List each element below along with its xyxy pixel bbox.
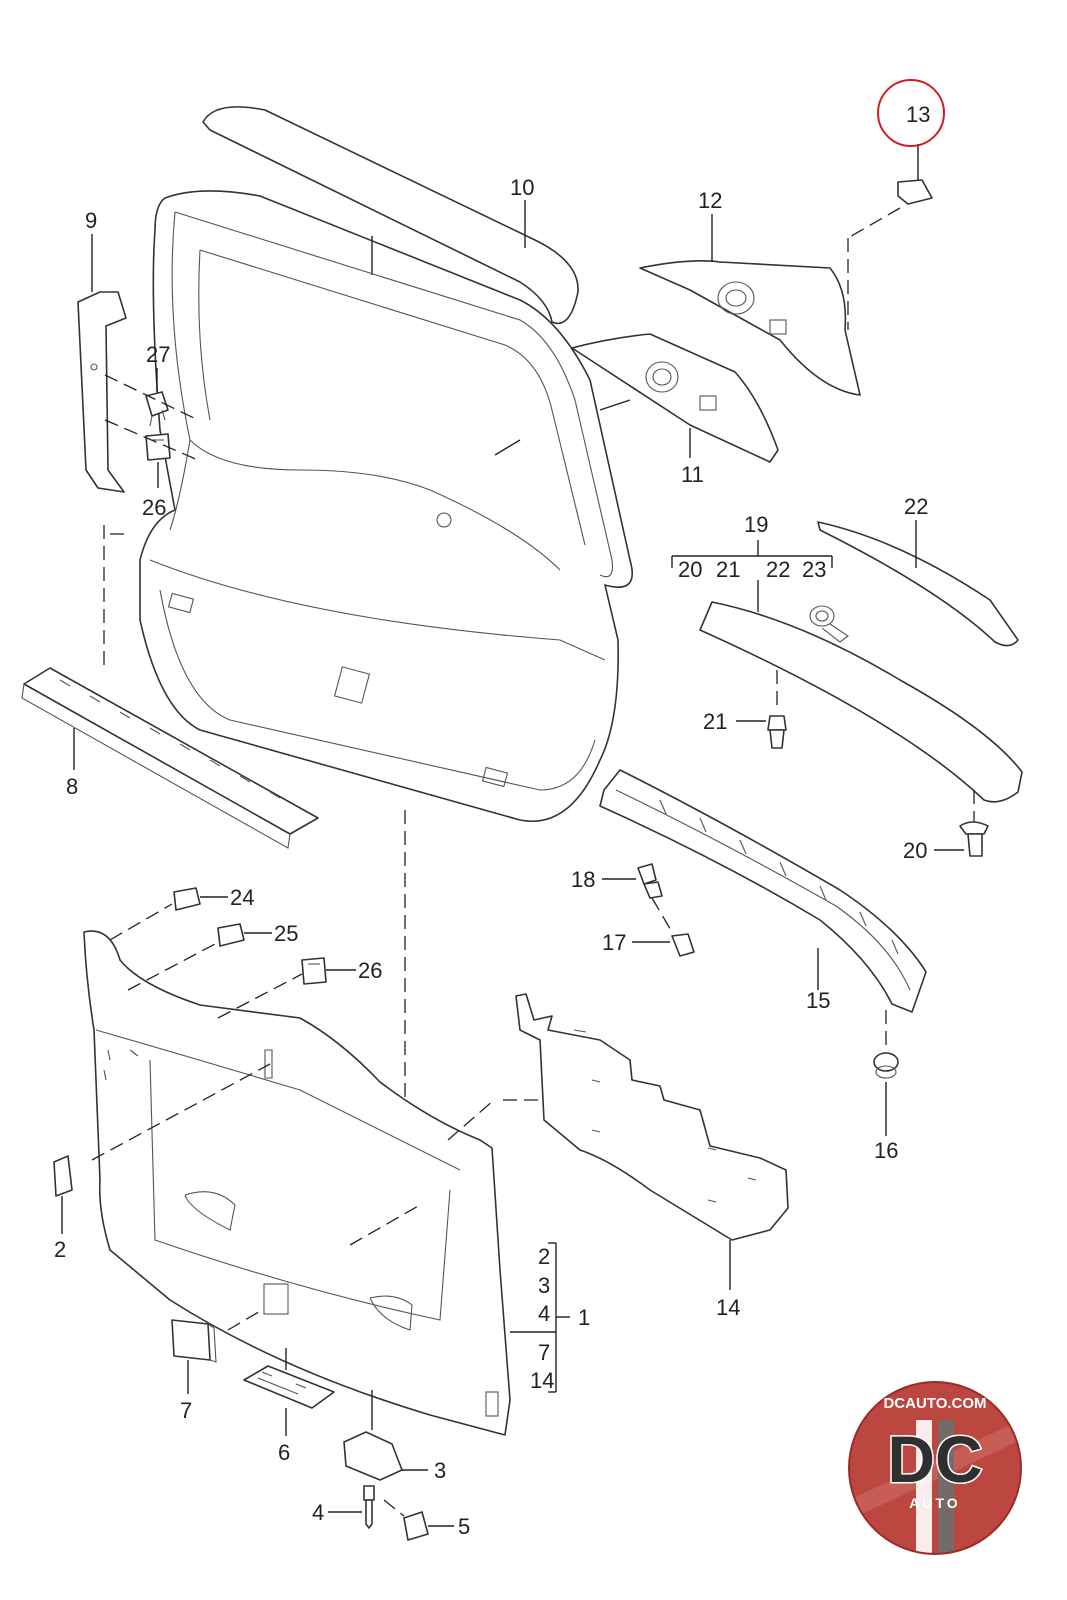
part-1-lower-trim-panel <box>83 930 556 1436</box>
part-6-bracket <box>243 1348 335 1436</box>
callout-22-upper: 22 <box>904 494 928 519</box>
callout-13: 13 <box>906 102 930 127</box>
callout-4: 4 <box>312 1500 324 1525</box>
part-12-handle-trim <box>639 214 861 396</box>
part-21-fastener <box>736 670 787 749</box>
part-23-tape-roll <box>809 605 849 643</box>
callout-23: 23 <box>802 557 826 582</box>
watermark-site-text: DCAUTO.COM <box>883 1395 986 1412</box>
part-17-screw <box>632 933 695 957</box>
callout-16: 16 <box>874 1138 898 1163</box>
callout-26-upper: 26 <box>142 495 166 520</box>
highlight-circle <box>877 79 945 147</box>
callout-20-bracket: 20 <box>678 557 702 582</box>
watermark-sub-text: AUTO <box>909 1495 960 1511</box>
callout-2: 2 <box>54 1237 66 1262</box>
callout-17: 17 <box>602 930 626 955</box>
part-19-rear-spoiler <box>699 580 1023 803</box>
watermark-logo-letters: DC <box>887 1422 982 1496</box>
dcauto-watermark: DCAUTO.COM DC AUTO <box>848 1381 1022 1555</box>
part-11-handle-trim <box>571 333 779 463</box>
callout-21-bracket: 21 <box>716 557 740 582</box>
part-8-sill-trim <box>21 667 319 849</box>
part-2-cap <box>53 1155 73 1234</box>
part-26-clip-lower <box>301 957 356 985</box>
callout-14: 14 <box>716 1295 740 1320</box>
callout-7: 7 <box>180 1398 192 1423</box>
callout-22-bracket: 22 <box>766 557 790 582</box>
part-3-pad <box>343 1390 428 1481</box>
callout-14-list: 14 <box>530 1368 554 1393</box>
callout-21: 21 <box>703 709 727 734</box>
part-24-clip <box>173 887 228 911</box>
part-10-upper-trim <box>202 106 579 325</box>
callout-27: 27 <box>146 342 170 367</box>
callout-5: 5 <box>458 1514 470 1539</box>
tailgate-panel <box>139 190 633 822</box>
callout-9: 9 <box>85 208 97 233</box>
part-20-fastener <box>934 790 989 857</box>
callout-15: 15 <box>806 988 830 1013</box>
part-19-bracket-group <box>671 540 833 568</box>
part-4-screw <box>328 1485 375 1529</box>
part-13-clip <box>847 79 945 330</box>
callout-24: 24 <box>230 885 254 910</box>
callout-10: 10 <box>510 175 534 200</box>
callout-8: 8 <box>66 774 78 799</box>
callout-7-list: 7 <box>538 1340 550 1365</box>
callout-labels: 13 10 12 9 27 26 11 19 22 20 21 22 23 21… <box>54 102 930 1539</box>
part-14-insulation-mat <box>515 993 789 1290</box>
part-18-clip <box>602 863 673 933</box>
callout-2-list: 2 <box>538 1244 550 1269</box>
callout-18: 18 <box>571 867 595 892</box>
callout-19: 19 <box>744 512 768 537</box>
callout-25: 25 <box>274 921 298 946</box>
callout-26-lower: 26 <box>358 958 382 983</box>
part-1-callout-bracket <box>548 1242 570 1393</box>
callout-4-list: 4 <box>538 1301 550 1326</box>
part-7-cover <box>171 1319 217 1394</box>
callout-3-list: 3 <box>538 1273 550 1298</box>
part-9-pillar-trim <box>77 234 127 493</box>
part-22-spoiler-strip <box>817 520 1019 647</box>
callout-12: 12 <box>698 188 722 213</box>
callout-20: 20 <box>903 838 927 863</box>
callout-6: 6 <box>278 1440 290 1465</box>
callout-1: 1 <box>578 1305 590 1330</box>
part-16-grommet <box>873 1052 899 1136</box>
callout-11: 11 <box>681 462 704 487</box>
callout-3: 3 <box>434 1458 446 1483</box>
part-5-clip <box>383 1499 454 1541</box>
part-25-clip <box>217 923 272 947</box>
part-15-bracket-rail <box>599 769 927 1050</box>
